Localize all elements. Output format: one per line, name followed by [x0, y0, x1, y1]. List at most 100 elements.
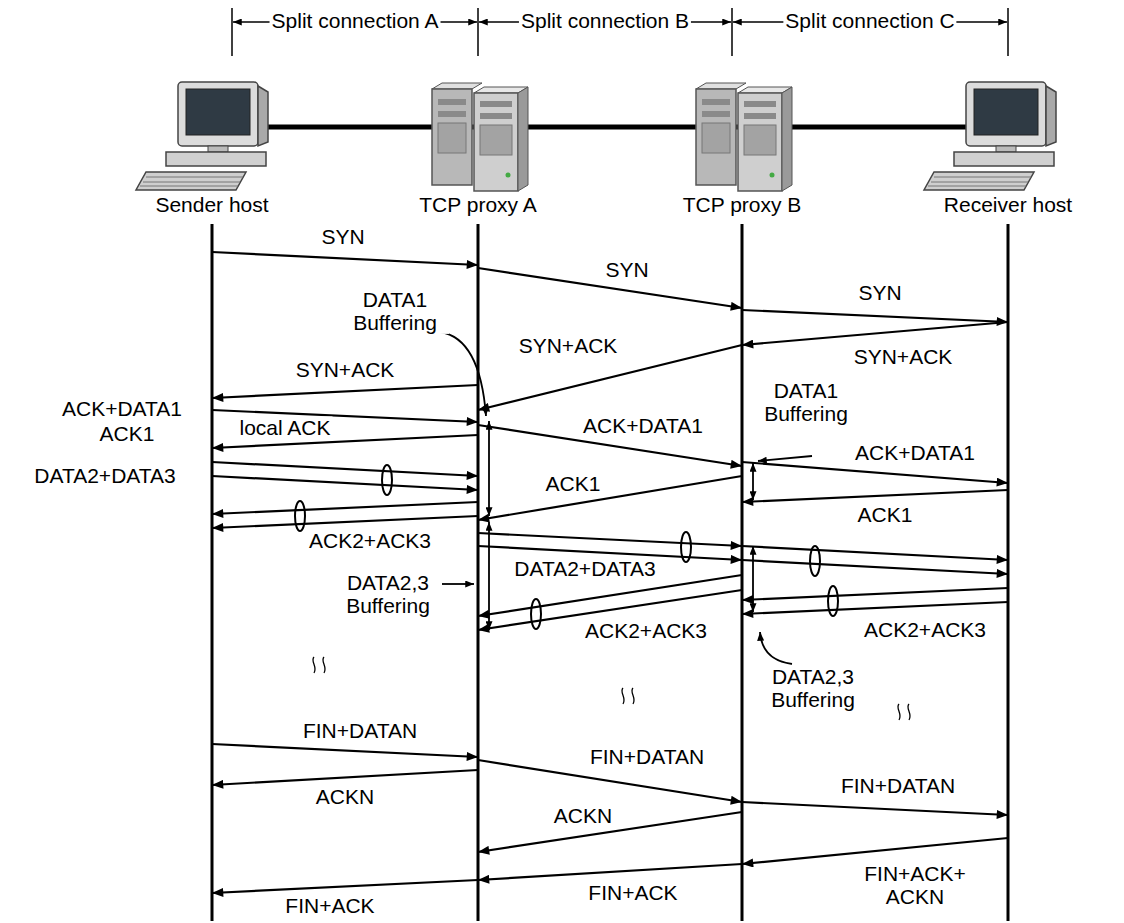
message-arrow	[742, 602, 1008, 614]
message-label: ACK1	[856, 503, 915, 526]
drawing-part	[186, 89, 250, 135]
message-label: ACK2+ACK3	[862, 618, 988, 641]
annotation-note: ACK1	[98, 422, 157, 445]
annotation-note: DATA1 Buffering	[752, 379, 860, 425]
message-label: FIN+ACK+ ACKN	[857, 862, 973, 908]
drawing-part	[974, 89, 1038, 135]
message-arrow	[212, 516, 478, 528]
drawing-part	[488, 421, 490, 516]
message-arrow	[212, 880, 478, 893]
drawing-part	[934, 177, 1031, 178]
drawing-part	[758, 456, 812, 461]
drawing-part	[738, 93, 782, 191]
message-label: SYN	[319, 225, 366, 248]
host-node: Sender host	[147, 78, 277, 217]
computer-icon	[136, 82, 268, 190]
message-label: ACK2+ACK3	[307, 529, 433, 552]
drawing-part	[760, 632, 792, 664]
message-label: ACK+DATA1	[60, 397, 184, 420]
message-arrow	[212, 476, 478, 490]
drawing-part	[166, 152, 266, 166]
drawing-part	[438, 99, 466, 105]
message-label: FIN+DATAN	[301, 719, 419, 742]
drawing-part	[731, 8, 733, 56]
drawing-part	[531, 599, 541, 629]
host-node: Receiver host	[939, 78, 1077, 217]
drawing-part	[438, 123, 466, 153]
drawing-part	[231, 8, 233, 56]
drawing-part	[432, 89, 472, 185]
message-label: ACKN	[314, 785, 376, 808]
drawing-part	[744, 113, 776, 119]
lifeline	[212, 224, 1008, 921]
message-label: DATA2+DATA3	[32, 464, 177, 487]
drawing-part	[966, 82, 1046, 146]
message-label: SYN	[856, 281, 903, 304]
drawing-part	[382, 465, 392, 495]
message-label: ACK+DATA1	[581, 414, 705, 437]
drawing-part	[702, 111, 730, 117]
message-arrow	[212, 744, 478, 757]
server-icon	[432, 83, 528, 191]
drawing-part	[1007, 224, 1010, 921]
drawing-part	[136, 172, 246, 190]
message-label: SYN+ACK	[294, 358, 397, 381]
drawing-part	[146, 177, 243, 178]
drawing-part	[770, 173, 775, 178]
host-label: Receiver host	[939, 193, 1077, 217]
drawing-part	[828, 586, 838, 616]
host-node: TCP proxy B	[677, 78, 807, 217]
drawing-part	[474, 93, 518, 191]
message-arrow	[212, 770, 478, 785]
message-label: SYN	[603, 258, 650, 281]
message-arrow	[742, 802, 1008, 815]
buffer-interval	[489, 421, 753, 630]
drawing-part	[696, 83, 746, 89]
drawing-part	[442, 583, 474, 585]
drawing-part	[140, 186, 238, 187]
drawing-part	[1046, 86, 1056, 146]
host-label: Sender host	[147, 193, 277, 217]
drawing-part	[741, 224, 744, 921]
message-label: ACK2+ACK3	[583, 619, 709, 642]
message-arrow	[478, 533, 742, 546]
drawing-part	[477, 8, 479, 56]
message-arrow	[742, 560, 1008, 574]
drawing-part	[477, 224, 480, 921]
drawing-part	[480, 101, 512, 107]
annotation-note: DATA2,3 Buffering	[334, 571, 442, 617]
message-arrow	[212, 385, 478, 398]
drawing-part	[744, 125, 776, 155]
drawing-part	[752, 546, 754, 612]
segment-label: Split connection C	[783, 9, 956, 32]
annotation-note: DATA1 Buffering	[341, 288, 449, 334]
message-arrow	[478, 864, 742, 880]
drawing-part	[440, 332, 486, 416]
drawing-part	[323, 657, 325, 673]
message-arrow	[742, 310, 1008, 322]
drawing-part	[178, 82, 258, 146]
drawing-part	[258, 86, 268, 146]
message-arrow	[742, 490, 1008, 502]
message-label: local ACK	[237, 416, 332, 439]
drawing-part	[208, 146, 228, 152]
computer-icon	[924, 82, 1056, 190]
drawing-part	[744, 101, 776, 107]
split-bracket	[232, 8, 1008, 56]
drawing-part	[924, 172, 1034, 190]
server-icon	[696, 83, 792, 191]
message-label: SYN+ACK	[517, 334, 620, 357]
drawing-part	[480, 113, 512, 119]
drawing-part	[954, 152, 1054, 166]
drawing-part	[438, 111, 466, 117]
message-arrow	[742, 838, 1008, 864]
host-label: TCP proxy A	[413, 193, 543, 217]
message-arrow	[742, 462, 1008, 483]
message-label: ACK1	[544, 472, 603, 495]
message-arrow	[742, 322, 1008, 345]
segment-label: Split connection B	[519, 9, 691, 32]
message-label: FIN+ACK	[586, 881, 679, 904]
message-label: FIN+ACK	[283, 894, 376, 917]
drawing-part	[931, 182, 1028, 183]
